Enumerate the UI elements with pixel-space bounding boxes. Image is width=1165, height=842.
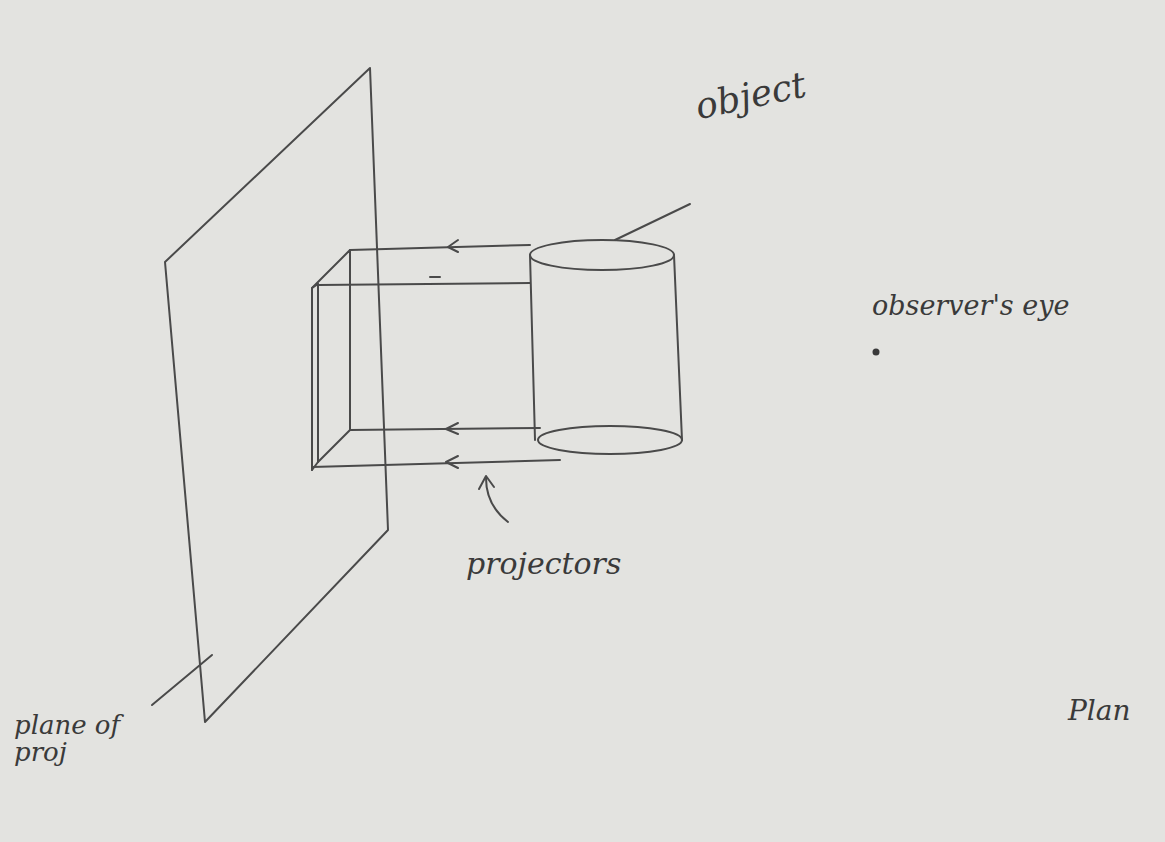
eye-point <box>873 349 880 356</box>
projection-plane <box>165 68 388 722</box>
plane-leader <box>152 655 212 705</box>
object-leader <box>615 204 690 240</box>
projector-lines <box>312 240 560 468</box>
projectors-leader <box>486 478 508 522</box>
object-label: object <box>692 66 809 126</box>
plan-label: Plan <box>1068 696 1131 725</box>
cylinder-object <box>530 240 682 454</box>
projected-view <box>312 250 350 470</box>
projectors-label: projectors <box>466 548 621 580</box>
projectors-leader-head <box>479 476 494 489</box>
plane-label: plane of proj <box>14 712 134 767</box>
eye-label: observer's eye <box>872 292 1070 320</box>
